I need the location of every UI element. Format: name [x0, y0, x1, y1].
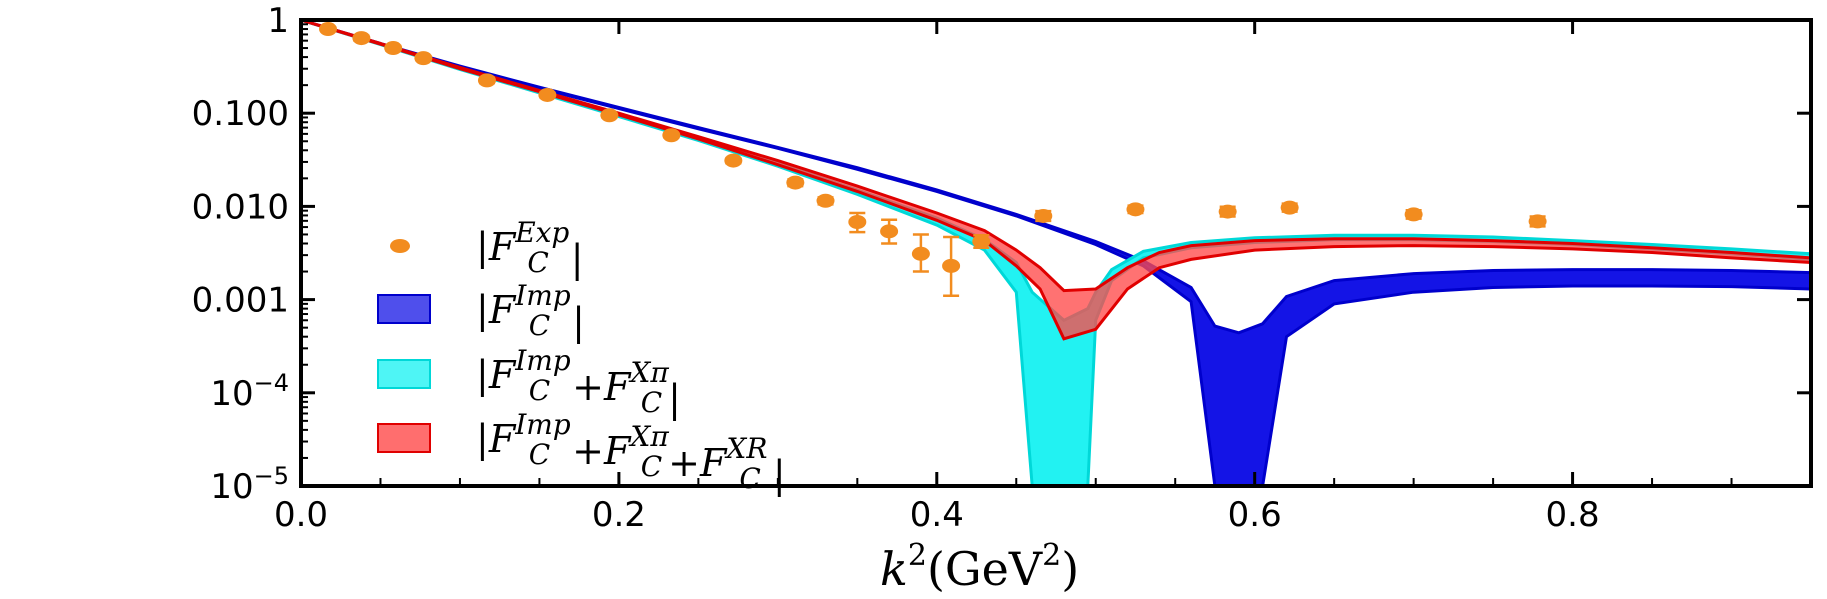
- data-point-exp: [662, 128, 681, 143]
- marker: [724, 153, 743, 168]
- data-point-exp: [786, 175, 805, 190]
- data-point-exp: [600, 108, 619, 123]
- data-point-exp: [1218, 204, 1237, 219]
- marker: [880, 224, 899, 239]
- marker: [352, 31, 371, 46]
- data-point-exp: [1280, 200, 1299, 215]
- marker: [384, 41, 403, 56]
- x-tick-label: 0.4: [910, 495, 964, 535]
- x-axis-title-unit-power: 2: [1042, 538, 1061, 573]
- y-tick-label: 0.001: [192, 281, 289, 321]
- data-point-exp: [352, 31, 371, 46]
- marker: [911, 246, 930, 261]
- legend-swatch-exp: [390, 239, 410, 253]
- marker: [816, 193, 835, 208]
- x-tick-label: 0.0: [274, 495, 328, 535]
- band-impxpixr: [301, 20, 1811, 341]
- marker: [414, 51, 433, 66]
- marker: [662, 128, 681, 143]
- marker: [1528, 214, 1547, 229]
- data-point-exp: [1528, 214, 1547, 229]
- x-axis-title-close: ): [1061, 542, 1079, 596]
- x-axis-title: k2(GeV2): [880, 538, 1079, 596]
- data-point-exp: [942, 235, 961, 297]
- x-axis-title-power: 2: [908, 538, 927, 573]
- marker: [600, 108, 619, 123]
- y-tick-label: 0.010: [192, 187, 289, 227]
- x-axis-title-var: k: [880, 542, 908, 596]
- data-point-exp: [477, 73, 496, 88]
- x-tick-label: 0.6: [1228, 495, 1282, 535]
- marker: [477, 73, 496, 88]
- x-tick-label: 0.8: [1546, 495, 1600, 535]
- data-point-exp: [816, 193, 835, 208]
- data-point-exp: [1126, 202, 1145, 217]
- marker: [1126, 202, 1145, 217]
- x-tick-label: 0.2: [592, 495, 646, 535]
- marker: [319, 22, 338, 37]
- data-point-exp: [911, 233, 930, 273]
- data-point-exp: [724, 153, 743, 168]
- marker: [972, 234, 991, 249]
- data-point-exp: [848, 211, 867, 234]
- data-point-exp: [972, 234, 991, 250]
- legend-swatch-impxpi: [377, 359, 431, 389]
- y-tick-label: 1: [267, 1, 289, 41]
- marker: [942, 258, 961, 273]
- legend-swatch-impxpixr: [377, 423, 431, 453]
- y-tick-label: 10−5: [210, 462, 289, 507]
- data-point-exp: [319, 22, 338, 37]
- data-point-exp: [1034, 208, 1053, 223]
- legend-swatch-imp: [377, 294, 431, 324]
- data-point-exp: [414, 51, 433, 66]
- marker: [848, 215, 867, 230]
- data-point-exp: [384, 41, 403, 56]
- plot-frame: [299, 18, 1813, 488]
- marker: [786, 175, 805, 190]
- x-axis-title-unit: (GeV: [927, 542, 1043, 596]
- y-tick-label: 0.100: [192, 94, 289, 134]
- marker: [1034, 208, 1053, 223]
- data-point-exp: [880, 218, 899, 245]
- plot-area: [301, 20, 1811, 486]
- marker: [1218, 204, 1237, 219]
- band-imp: [301, 20, 1811, 486]
- marker: [1280, 200, 1299, 215]
- data-point-exp: [1404, 207, 1423, 222]
- y-tick-label: 10−4: [210, 369, 289, 414]
- axes: 0.0 0.2 0.4 0.6 0.8 1 0.100 0.010 0.001 10−4 10−5: [192, 1, 1811, 535]
- marker: [538, 87, 557, 102]
- data-point-exp: [538, 87, 557, 102]
- marker: [1404, 207, 1423, 222]
